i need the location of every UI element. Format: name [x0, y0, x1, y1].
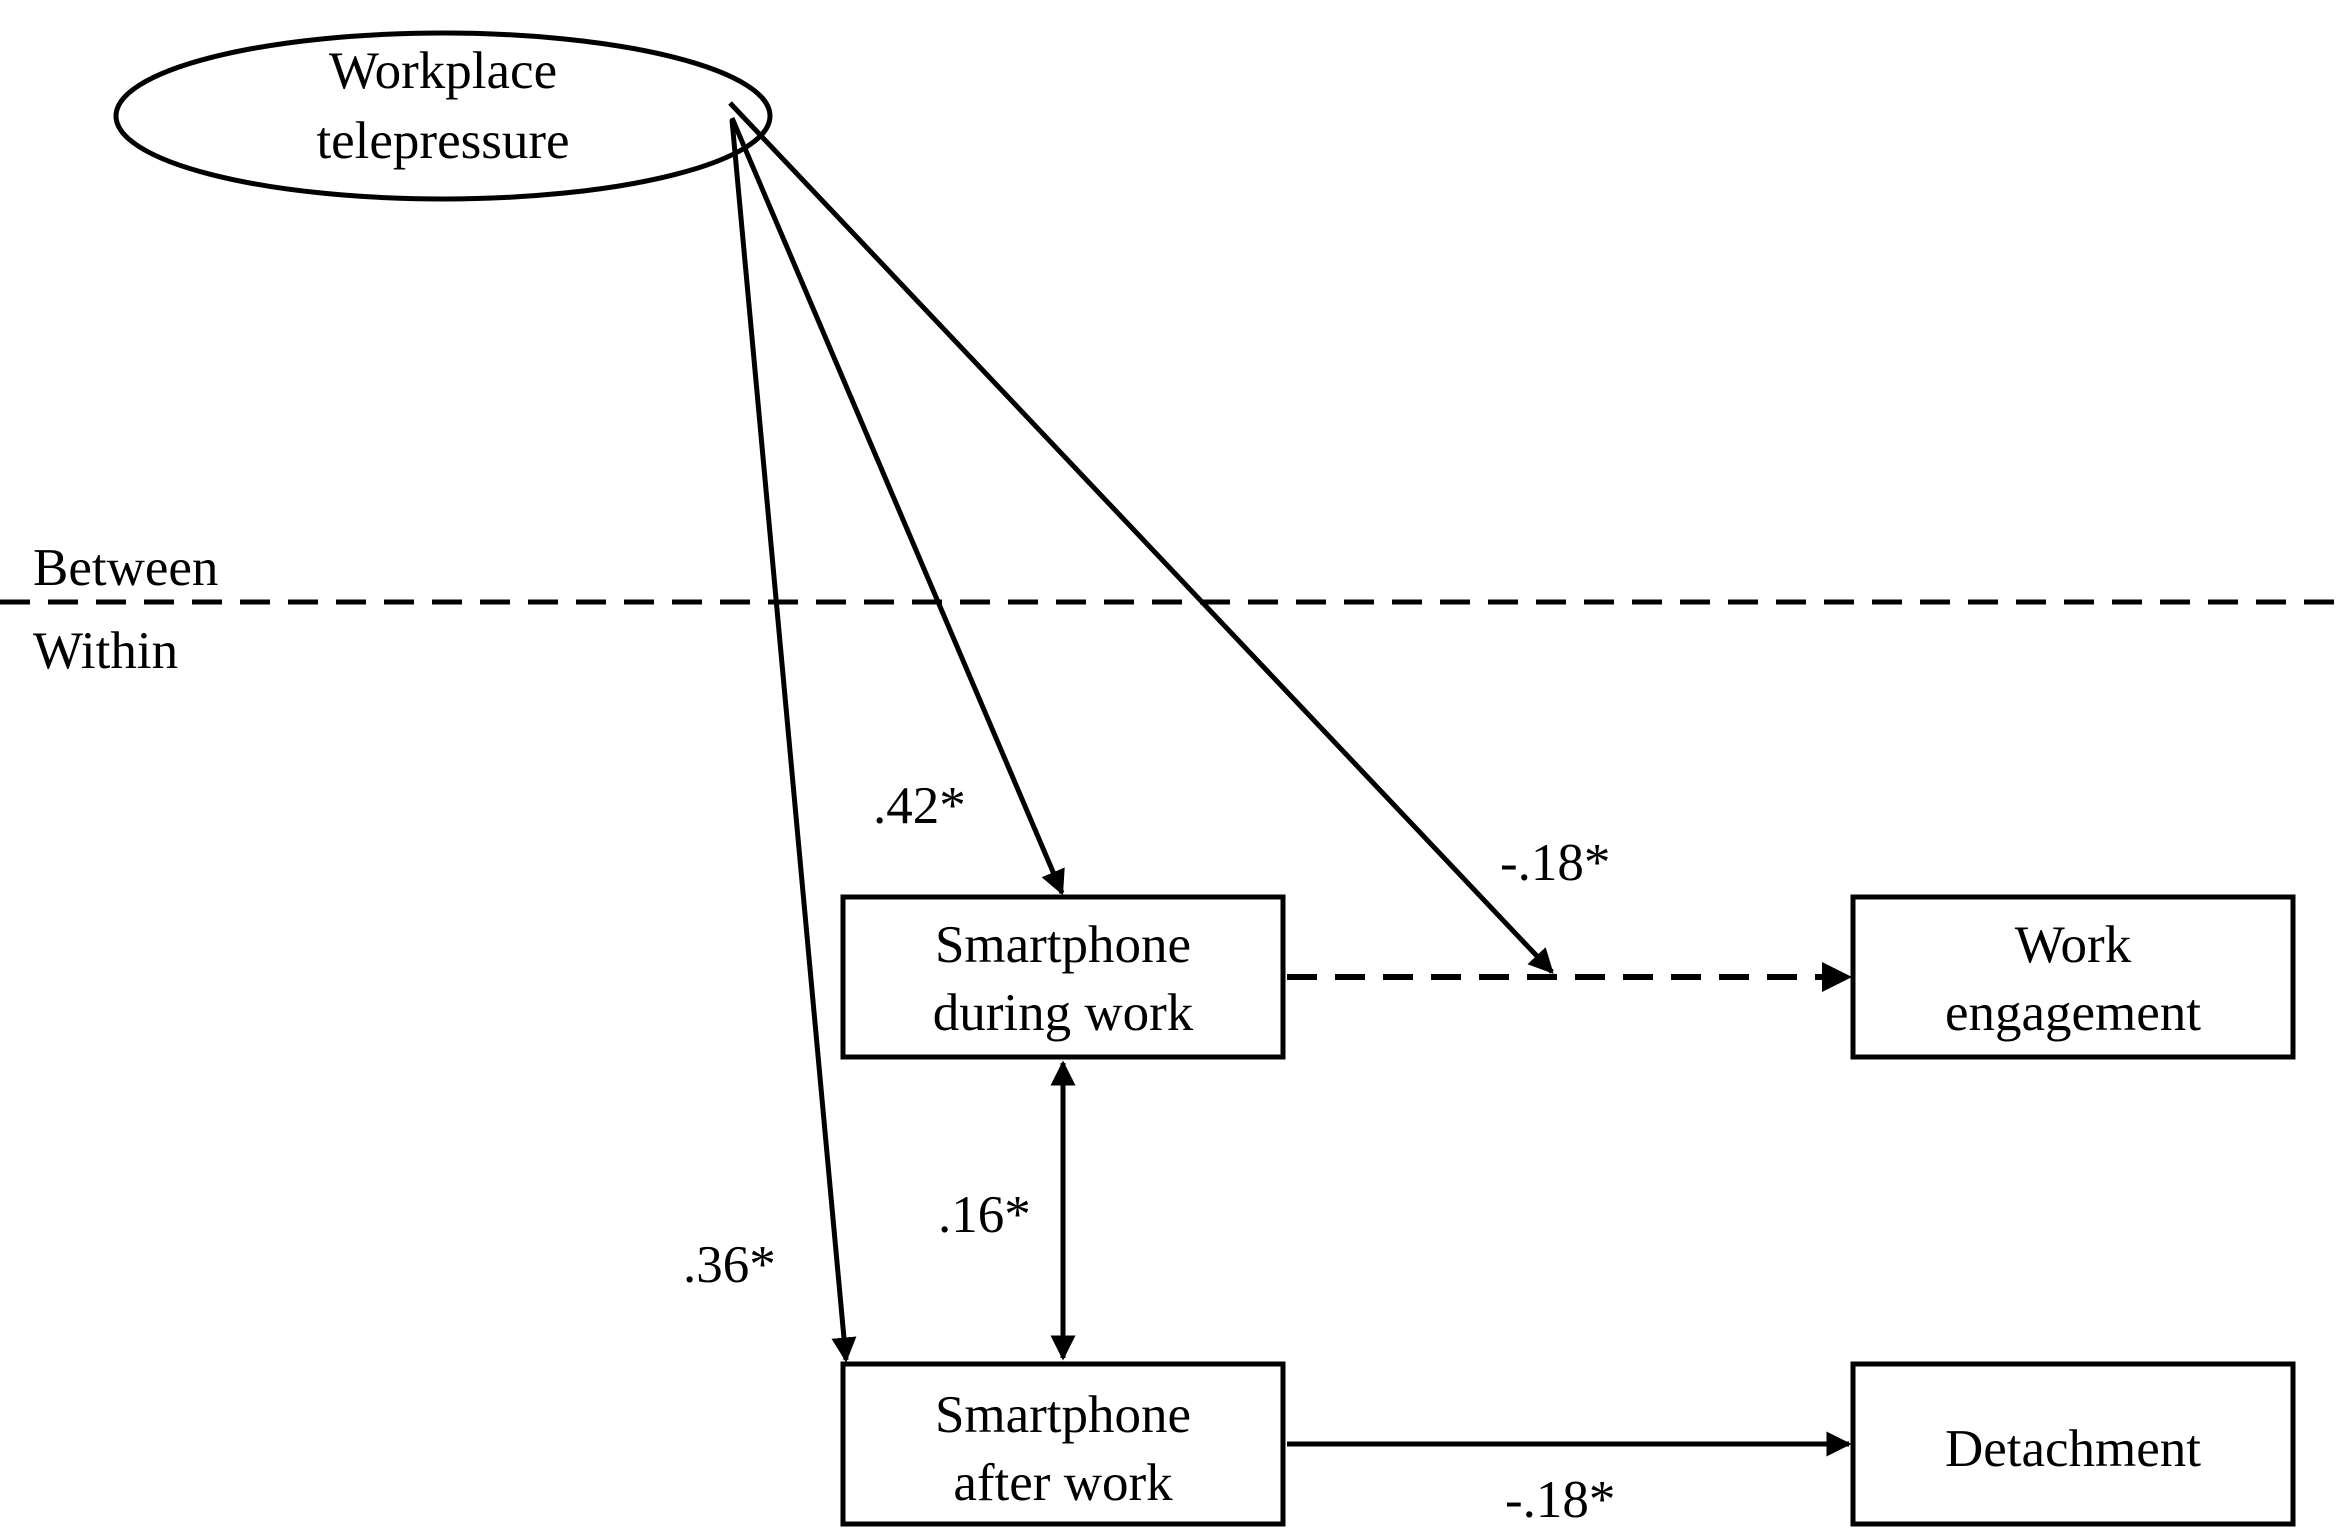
coef-telepressure-moderation: -.18*	[1500, 834, 1610, 892]
path-telepressure-moderation	[728, 101, 1554, 974]
node-work-engagement: Work engagement	[1850, 894, 2296, 1060]
within-level-label: Within	[33, 622, 178, 680]
during-work-label-line1: Smartphone	[935, 916, 1191, 974]
coef-telepressure-to-after-work: .36*	[683, 1236, 776, 1294]
during-work-label-line2: during work	[933, 984, 1194, 1042]
detachment-label: Detachment	[1945, 1420, 2201, 1478]
coef-telepressure-to-during-work: .42*	[873, 777, 966, 835]
telepressure-label-line2: telepressure	[316, 112, 569, 170]
path-telepressure-to-after-work	[729, 119, 857, 1363]
after-work-label-line1: Smartphone	[935, 1386, 1191, 1444]
detachment-box	[1850, 1361, 2296, 1527]
between-level-label: Between	[33, 539, 218, 597]
node-workplace-telepressure: Workplace telepressure	[113, 30, 773, 202]
after-work-box	[840, 1361, 1286, 1527]
node-smartphone-after-work: Smartphone after work	[840, 1361, 1286, 1527]
node-detachment: Detachment	[1850, 1361, 2296, 1527]
engagement-label-line2: engagement	[1945, 984, 2201, 1042]
during-work-box	[840, 894, 1286, 1060]
engagement-box	[1850, 894, 2296, 1060]
telepressure-ellipse	[113, 30, 773, 202]
coef-after-work-to-detachment: -.18*	[1505, 1471, 1615, 1529]
path-telepressure-to-during-work	[729, 117, 1065, 896]
engagement-label-line1: Work	[2015, 916, 2132, 974]
after-work-label-line2: after work	[953, 1454, 1173, 1512]
coef-during-after-covariance: .16*	[938, 1186, 1031, 1244]
node-smartphone-during-work: Smartphone during work	[840, 894, 1286, 1060]
telepressure-label-line1: Workplace	[329, 42, 557, 100]
